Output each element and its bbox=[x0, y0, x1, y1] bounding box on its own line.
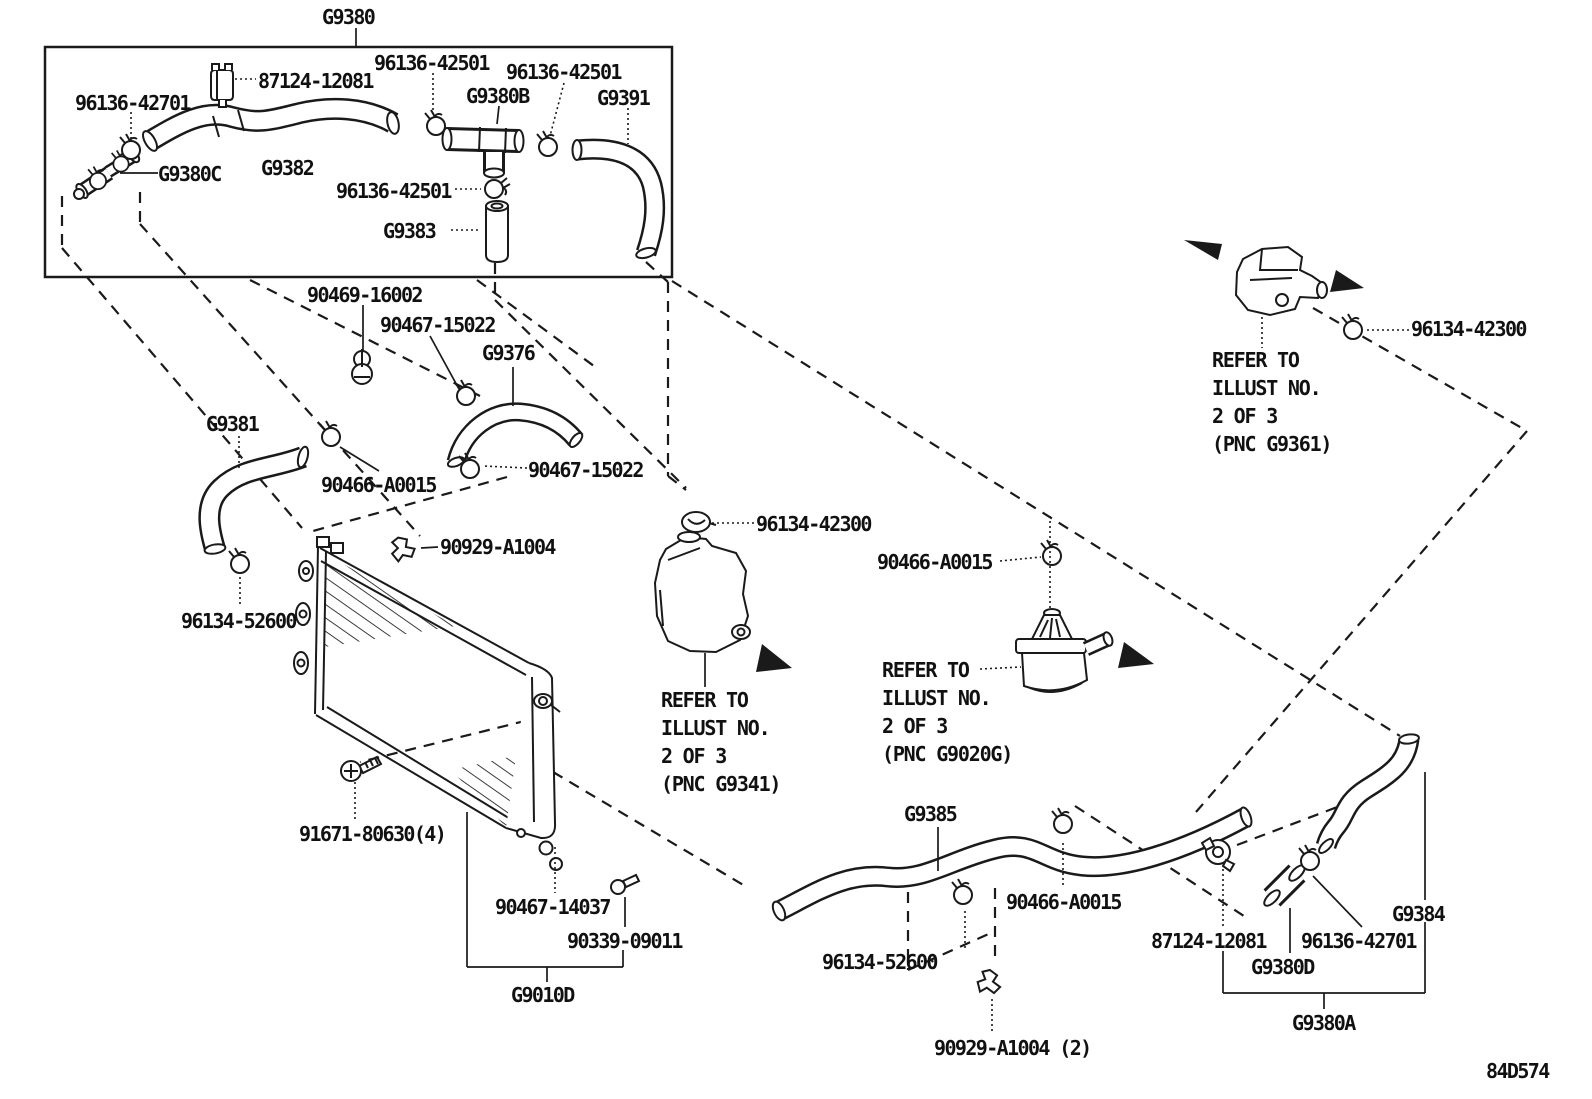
note-refer-g9020g: REFER TO ILLUST NO. 2 OF 3 (PNC G9020G) bbox=[882, 656, 1013, 768]
joint-87124-12081-b bbox=[1200, 836, 1236, 873]
note-refer-g9341: REFER TO ILLUST NO. 2 OF 3 (PNC G9341) bbox=[661, 686, 781, 798]
note-line: REFER TO bbox=[661, 688, 749, 712]
label-96134-52600-b: 96134-52600 bbox=[822, 950, 938, 974]
label-87124-12081-a: 87124-12081 bbox=[258, 69, 374, 93]
install-direction-arrow bbox=[1118, 642, 1154, 668]
note-line: 2 OF 3 bbox=[882, 714, 948, 738]
grommet-90469-16002 bbox=[351, 349, 373, 385]
label-90929-a1004-b: 90929-A1004 (2) bbox=[934, 1036, 1092, 1060]
hose-g9382 bbox=[142, 97, 400, 152]
pipe-g9380d bbox=[1263, 864, 1306, 907]
hose-g9385 bbox=[771, 806, 1253, 922]
label-g9010d: G9010D bbox=[511, 983, 575, 1007]
label-96134-52600-a: 96134-52600 bbox=[181, 609, 297, 633]
label-g9380c: G9380C bbox=[158, 162, 222, 186]
label-g9380d: G9380D bbox=[1251, 955, 1315, 979]
install-direction-arrow bbox=[756, 644, 792, 672]
label-96134-42300-a: 96134-42300 bbox=[756, 512, 872, 536]
note-refer-g9361: REFER TO ILLUST NO. 2 OF 3 (PNC G9361) bbox=[1212, 346, 1332, 458]
label-96136-42501-b: 96136-42501 bbox=[506, 60, 622, 84]
water-valve-drawing bbox=[1184, 240, 1364, 317]
label-90467-15022-a: 90467-15022 bbox=[380, 313, 496, 337]
group-brackets bbox=[466, 812, 1426, 1009]
hose-g9381 bbox=[198, 445, 310, 555]
label-90466-a0015-a: 90466-A0015 bbox=[321, 473, 437, 497]
hose-clamp-icon bbox=[951, 878, 973, 905]
install-direction-arrow bbox=[1330, 270, 1364, 292]
hose-clamp-icon bbox=[1298, 844, 1320, 871]
label-96136-42701-a: 96136-42701 bbox=[75, 91, 191, 115]
label-96136-42501-a: 96136-42501 bbox=[374, 51, 490, 75]
label-g9382: G9382 bbox=[261, 156, 315, 180]
hose-clamp-icon bbox=[119, 133, 141, 160]
label-90467-14037: 90467-14037 bbox=[495, 895, 611, 919]
hose-g9391 bbox=[571, 138, 666, 260]
note-line: ILLUST NO. bbox=[882, 686, 992, 710]
note-line: (PNC G9341) bbox=[661, 772, 781, 796]
bracket-clip-90929-icon bbox=[975, 967, 1004, 996]
hose-clamp-icon bbox=[319, 420, 341, 447]
label-87124-12081-b: 87124-12081 bbox=[1151, 929, 1267, 953]
label-g9380a: G9380A bbox=[1292, 1011, 1356, 1035]
label-90339-09011: 90339-09011 bbox=[567, 929, 683, 953]
construction-dashed-lines bbox=[60, 192, 1528, 972]
radiator-drawing bbox=[293, 536, 563, 871]
label-91671-80630: 91671-80630(4) bbox=[299, 822, 447, 846]
label-96134-42300-b: 96134-42300 bbox=[1411, 317, 1527, 341]
hose-clamp-icon bbox=[1040, 539, 1062, 566]
label-g9385: G9385 bbox=[904, 802, 958, 826]
hose-clamp-icon bbox=[1051, 807, 1073, 834]
bolt-91671-80630 bbox=[340, 755, 383, 782]
water-pump-drawing bbox=[1015, 608, 1154, 693]
note-line: (PNC G9020G) bbox=[882, 742, 1013, 766]
tee-joint-g9380b bbox=[441, 126, 525, 179]
label-90466-a0015-b: 90466-A0015 bbox=[877, 550, 993, 574]
note-line: ILLUST NO. bbox=[1212, 376, 1322, 400]
label-90466-a0015-c: 90466-A0015 bbox=[1006, 890, 1122, 914]
label-g9381: G9381 bbox=[206, 412, 260, 436]
label-96136-42701-b: 96136-42701 bbox=[1301, 929, 1417, 953]
label-g9384: G9384 bbox=[1392, 902, 1446, 926]
label-g9376: G9376 bbox=[482, 341, 536, 365]
hose-g9384 bbox=[1315, 733, 1420, 854]
label-90929-a1004-a: 90929-A1004 bbox=[440, 535, 556, 559]
label-g9380: G9380 bbox=[322, 5, 376, 29]
label-90467-15022-b: 90467-15022 bbox=[528, 458, 644, 482]
label-96136-42501-c: 96136-42501 bbox=[336, 179, 452, 203]
label-90469-16002: 90469-16002 bbox=[307, 283, 423, 307]
hose-clamp-icon bbox=[536, 130, 558, 157]
hose-clamp-icon bbox=[228, 547, 250, 574]
note-line: REFER TO bbox=[882, 658, 970, 682]
note-line: (PNC G9361) bbox=[1212, 432, 1332, 456]
hose-g9376 bbox=[446, 402, 584, 468]
hose-clamp-icon bbox=[424, 109, 446, 136]
expansion-tank-drawing bbox=[653, 511, 792, 672]
install-direction-arrow bbox=[1184, 240, 1222, 260]
diagram-code: 84D574 bbox=[1486, 1059, 1550, 1083]
radiator-cap-icon bbox=[681, 511, 717, 533]
pipe-g9383 bbox=[485, 200, 509, 264]
label-g9383: G9383 bbox=[383, 219, 437, 243]
assembly-box-outline bbox=[43, 45, 674, 279]
note-line: 2 OF 3 bbox=[1212, 404, 1278, 428]
hose-clamp-icon bbox=[1341, 313, 1363, 340]
label-g9380b: G9380B bbox=[466, 84, 530, 108]
drain-plug-90339-09011 bbox=[610, 873, 641, 895]
note-line: REFER TO bbox=[1212, 348, 1300, 372]
note-line: 2 OF 3 bbox=[661, 744, 727, 768]
leader-lines bbox=[120, 28, 1426, 1034]
label-g9391: G9391 bbox=[597, 86, 651, 110]
hose-clamp-icon bbox=[484, 177, 511, 199]
bracket-clip-90929-icon bbox=[387, 533, 418, 564]
note-line: ILLUST NO. bbox=[661, 716, 771, 740]
sensor-87124-12081-a bbox=[210, 63, 234, 108]
